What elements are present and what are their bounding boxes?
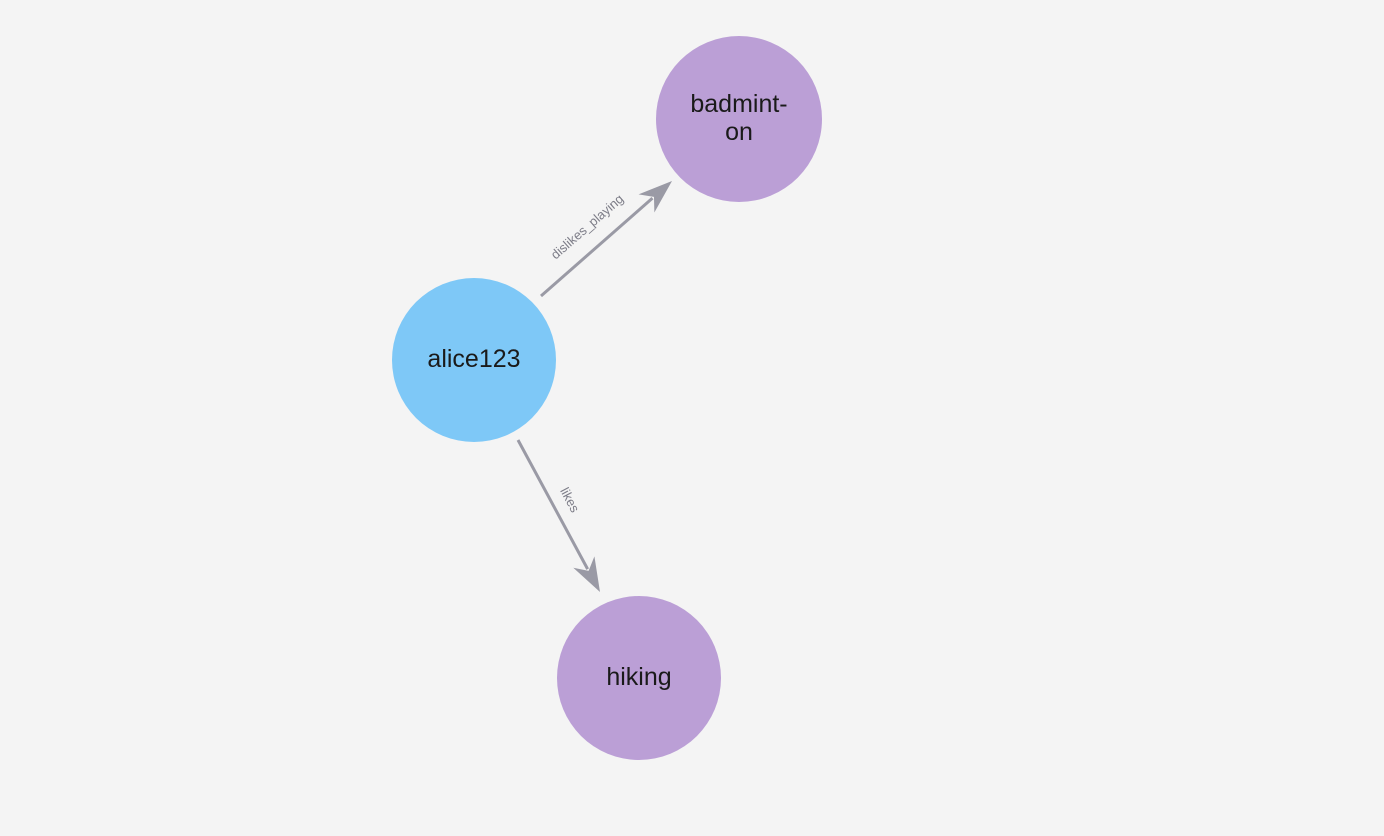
node-circle[interactable] xyxy=(656,36,822,202)
graph-node-badminton[interactable]: badmint-on xyxy=(656,36,822,202)
edge-arrowhead-icon xyxy=(638,181,672,213)
nodes-layer: alice123 badmint-on hiking xyxy=(392,36,822,760)
graph-edge[interactable]: dislikes_playing xyxy=(540,181,672,298)
edge-shaft xyxy=(540,197,654,298)
graph-node-hiking[interactable]: hiking xyxy=(557,596,721,760)
edge-label: dislikes_playing xyxy=(548,191,627,262)
edge-shaft xyxy=(516,439,589,570)
graph-node-alice123[interactable]: alice123 xyxy=(392,278,556,442)
node-circle[interactable] xyxy=(392,278,556,442)
graph-edge[interactable]: likes xyxy=(516,439,600,592)
edge-arrowhead-icon xyxy=(573,556,600,592)
node-circle[interactable] xyxy=(557,596,721,760)
edge-label: likes xyxy=(557,485,583,515)
